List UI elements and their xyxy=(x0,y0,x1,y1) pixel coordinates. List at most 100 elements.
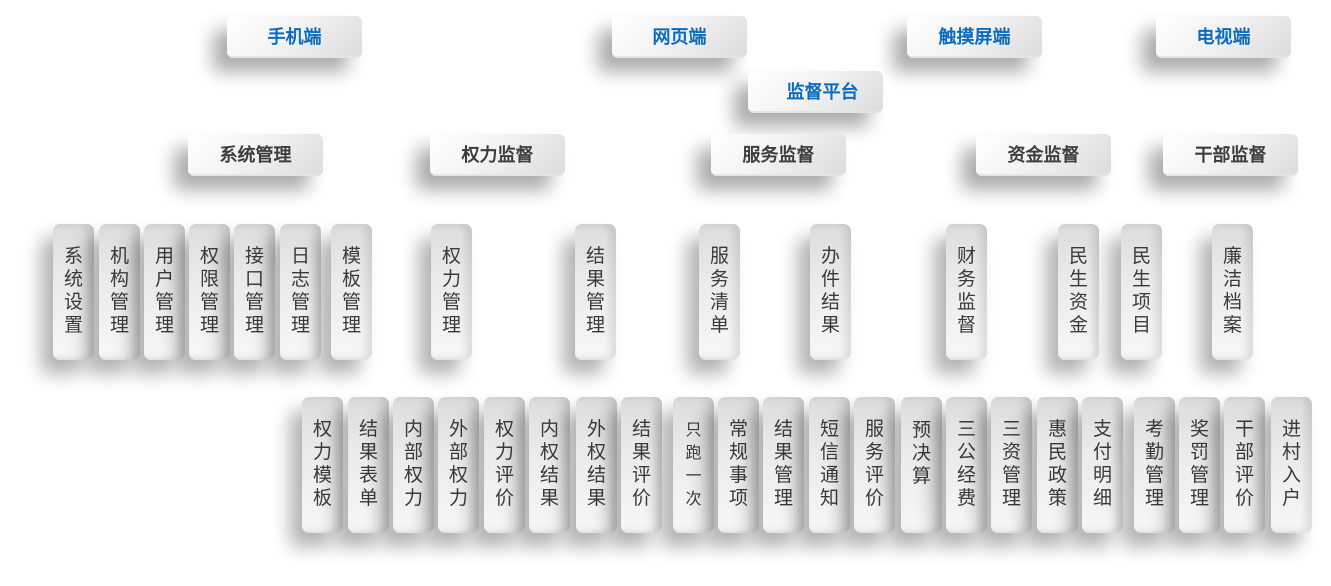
function-node[interactable]: 奖罚管理 xyxy=(1179,397,1220,533)
function-label: 惠民政策 xyxy=(1048,418,1068,509)
module-label: 财务监督 xyxy=(957,245,977,336)
client-tv[interactable]: 电视端 xyxy=(1156,16,1291,58)
function-label: 三公经费 xyxy=(957,418,977,509)
connector-line xyxy=(1128,201,1142,202)
module-node[interactable]: 廉洁档案 xyxy=(1212,224,1253,360)
function-label: 三资管理 xyxy=(1002,418,1022,509)
module-label: 服务清单 xyxy=(710,245,730,336)
connector-line xyxy=(453,198,454,214)
function-label: 结果表单 xyxy=(359,418,379,509)
category-cadre-supervision[interactable]: 干部监督 xyxy=(1163,134,1298,176)
client-tv-label: 电视端 xyxy=(1196,27,1251,48)
platform-node[interactable]: 监督平台 xyxy=(748,71,883,113)
connector-line xyxy=(1059,370,1060,392)
function-node[interactable]: 结果管理 xyxy=(763,397,804,533)
module-node[interactable]: 财务监督 xyxy=(946,224,987,360)
function-node[interactable]: 服务评价 xyxy=(854,397,895,533)
module-node[interactable]: 服务清单 xyxy=(699,224,740,360)
module-node[interactable]: 日志管理 xyxy=(280,224,321,360)
client-touchscreen[interactable]: 触摸屏端 xyxy=(907,16,1042,58)
function-label: 服务评价 xyxy=(865,418,885,509)
function-node[interactable]: 结果表单 xyxy=(348,397,389,533)
connector-line xyxy=(165,196,166,218)
client-web[interactable]: 网页端 xyxy=(612,16,747,58)
function-label: 内权结果 xyxy=(540,418,560,509)
module-node[interactable]: 机构管理 xyxy=(99,224,140,360)
function-node[interactable]: 内部权力 xyxy=(393,397,434,533)
client-web-label: 网页端 xyxy=(652,27,707,48)
function-node[interactable]: 内权结果 xyxy=(529,397,570,533)
category-fund-supervision[interactable]: 资金监督 xyxy=(976,134,1111,176)
function-label: 外权结果 xyxy=(587,418,607,509)
module-node[interactable]: 结果管理 xyxy=(575,224,616,360)
connector-line xyxy=(920,374,921,392)
connector-line xyxy=(552,374,553,392)
module-node[interactable]: 权限管理 xyxy=(189,224,230,360)
function-node[interactable]: 预决算 xyxy=(901,397,942,533)
module-node[interactable]: 接口管理 xyxy=(234,224,275,360)
function-label: 内部权力 xyxy=(404,418,424,509)
client-mobile[interactable]: 手机端 xyxy=(227,16,362,58)
function-label: 权力评价 xyxy=(495,418,515,509)
function-node[interactable]: 只跑一次 xyxy=(673,397,714,533)
connector-line xyxy=(303,196,304,218)
client-mobile-label: 手机端 xyxy=(267,27,322,48)
module-label: 办件结果 xyxy=(821,245,841,336)
module-label: 系统设置 xyxy=(64,245,84,336)
function-node[interactable]: 支付明细 xyxy=(1082,397,1123,533)
module-node[interactable]: 民生资金 xyxy=(1058,224,1099,360)
function-label: 结果评价 xyxy=(632,418,652,509)
function-label: 短信通知 xyxy=(820,418,840,509)
function-label: 权力模板 xyxy=(313,418,333,509)
category-label: 资金监督 xyxy=(1007,145,1080,166)
function-node[interactable]: 权力模板 xyxy=(302,397,343,533)
category-service-supervision[interactable]: 服务监督 xyxy=(711,134,846,176)
module-node[interactable]: 模板管理 xyxy=(331,224,372,360)
category-label: 权力监督 xyxy=(461,145,534,166)
category-system-management[interactable]: 系统管理 xyxy=(188,134,323,176)
function-node[interactable]: 外部权力 xyxy=(438,397,479,533)
connector-line xyxy=(1141,201,1142,215)
connector-line xyxy=(211,196,212,218)
function-node[interactable]: 惠民政策 xyxy=(1037,397,1078,533)
module-label: 结果管理 xyxy=(586,245,606,336)
function-node[interactable]: 考勤管理 xyxy=(1134,397,1175,533)
connector-line xyxy=(393,198,558,199)
function-label: 奖罚管理 xyxy=(1190,418,1210,509)
module-label: 民生项目 xyxy=(1132,245,1152,336)
function-node[interactable]: 常规事项 xyxy=(718,397,759,533)
client-touchscreen-label: 触摸屏端 xyxy=(938,27,1011,48)
category-label: 服务监督 xyxy=(742,145,815,166)
function-label: 进村入户 xyxy=(1282,418,1302,509)
function-node[interactable]: 外权结果 xyxy=(576,397,617,533)
connector-line xyxy=(1059,370,1101,371)
function-node[interactable]: 权力评价 xyxy=(484,397,525,533)
module-label: 民生资金 xyxy=(1069,245,1089,336)
function-node[interactable]: 三资管理 xyxy=(991,397,1032,533)
module-node[interactable]: 系统设置 xyxy=(53,224,94,360)
function-node[interactable]: 三公经费 xyxy=(946,397,987,533)
module-label: 机构管理 xyxy=(110,245,130,336)
category-label: 系统管理 xyxy=(219,145,292,166)
module-label: 接口管理 xyxy=(245,245,265,336)
module-node[interactable]: 权力管理 xyxy=(431,224,472,360)
connector-line xyxy=(163,196,303,197)
connector-line xyxy=(257,196,258,218)
module-label: 权力管理 xyxy=(442,245,462,336)
module-label: 用户管理 xyxy=(155,245,175,336)
connector-line xyxy=(967,374,968,392)
module-label: 廉洁档案 xyxy=(1223,245,1243,336)
category-label: 干部监督 xyxy=(1194,145,1267,166)
platform-label: 监督平台 xyxy=(786,82,859,103)
function-node[interactable]: 结果评价 xyxy=(621,397,662,533)
function-label: 干部评价 xyxy=(1235,418,1255,509)
function-node[interactable]: 干部评价 xyxy=(1224,397,1265,533)
function-label: 只跑一次 xyxy=(685,420,702,508)
category-power-supervision[interactable]: 权力监督 xyxy=(430,134,565,176)
function-node[interactable]: 短信通知 xyxy=(809,397,850,533)
function-label: 常规事项 xyxy=(729,418,749,509)
module-node[interactable]: 用户管理 xyxy=(144,224,185,360)
module-node[interactable]: 办件结果 xyxy=(810,224,851,360)
module-node[interactable]: 民生项目 xyxy=(1121,224,1162,360)
function-node[interactable]: 进村入户 xyxy=(1271,397,1312,533)
